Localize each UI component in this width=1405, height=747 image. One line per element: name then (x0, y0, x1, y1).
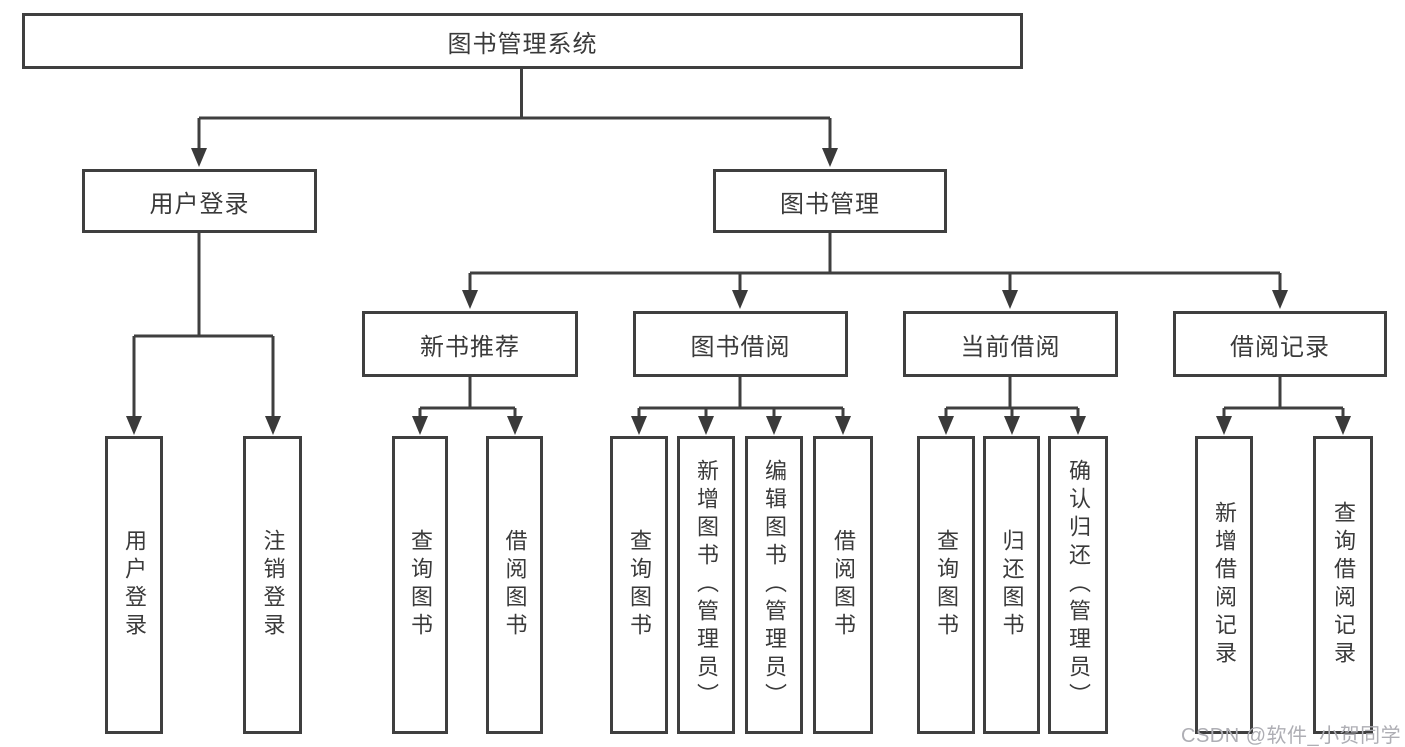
arrowhead-icon (412, 416, 428, 435)
arrowhead-icon (698, 416, 714, 435)
node-leaf-edit-books-admin: 编辑图书（管理员） (745, 436, 803, 734)
arrowhead-icon (1004, 416, 1020, 435)
node-current-borrow: 当前借阅 (903, 311, 1118, 377)
node-user-login: 用户登录 (82, 169, 317, 233)
node-root-library-system: 图书管理系统 (22, 13, 1023, 69)
arrowhead-icon (126, 416, 142, 435)
node-book-management: 图书管理 (713, 169, 947, 233)
edge-borrow-records-to-leaves (1222, 377, 1345, 420)
node-borrow-records: 借阅记录 (1173, 311, 1387, 377)
csdn-watermark: CSDN @软件_小贺同学 (1181, 725, 1402, 747)
node-leaf-logout: 注销登录 (243, 436, 302, 734)
node-leaf-query-books-current: 查询图书 (917, 436, 975, 734)
node-leaf-query-books-borrow: 查询图书 (610, 436, 668, 734)
arrowhead-icon (835, 416, 851, 435)
node-book-borrow: 图书借阅 (633, 311, 848, 377)
arrowhead-icon (265, 416, 281, 435)
edge-book-management-to-level3 (468, 233, 1282, 295)
edge-user-login-to-leaves (132, 233, 275, 420)
node-leaf-borrow-books-recommend: 借阅图书 (486, 436, 543, 734)
arrowhead-icon (191, 148, 207, 167)
arrowhead-icon (1002, 290, 1018, 309)
node-leaf-query-borrow-record: 查询借阅记录 (1313, 436, 1373, 734)
arrowhead-icon (1070, 416, 1086, 435)
arrowhead-icon (938, 416, 954, 435)
arrowhead-icon (732, 290, 748, 309)
edge-new-book-recommend-to-leaves (418, 377, 517, 420)
arrowhead-icon (1216, 416, 1232, 435)
arrowhead-icon (631, 416, 647, 435)
node-leaf-return-books: 归还图书 (983, 436, 1040, 734)
node-leaf-borrow-books: 借阅图书 (813, 436, 873, 734)
node-leaf-user-login: 用户登录 (105, 436, 163, 734)
arrowhead-icon (1272, 290, 1288, 309)
edge-current-borrow-to-leaves (944, 377, 1080, 420)
arrowhead-icon (822, 148, 838, 167)
node-new-book-recommend: 新书推荐 (362, 311, 578, 377)
node-leaf-confirm-return-admin: 确认归还（管理员） (1048, 436, 1108, 734)
arrowhead-icon (1335, 416, 1351, 435)
edge-root-to-level2 (197, 68, 832, 152)
arrowhead-icon (462, 290, 478, 309)
arrowhead-icon (507, 416, 523, 435)
node-leaf-query-books-recommend: 查询图书 (392, 436, 448, 734)
edge-book-borrow-to-leaves (637, 377, 845, 420)
node-leaf-add-borrow-record: 新增借阅记录 (1195, 436, 1253, 734)
node-leaf-add-books-admin: 新增图书（管理员） (677, 436, 735, 734)
arrowhead-icon (766, 416, 782, 435)
